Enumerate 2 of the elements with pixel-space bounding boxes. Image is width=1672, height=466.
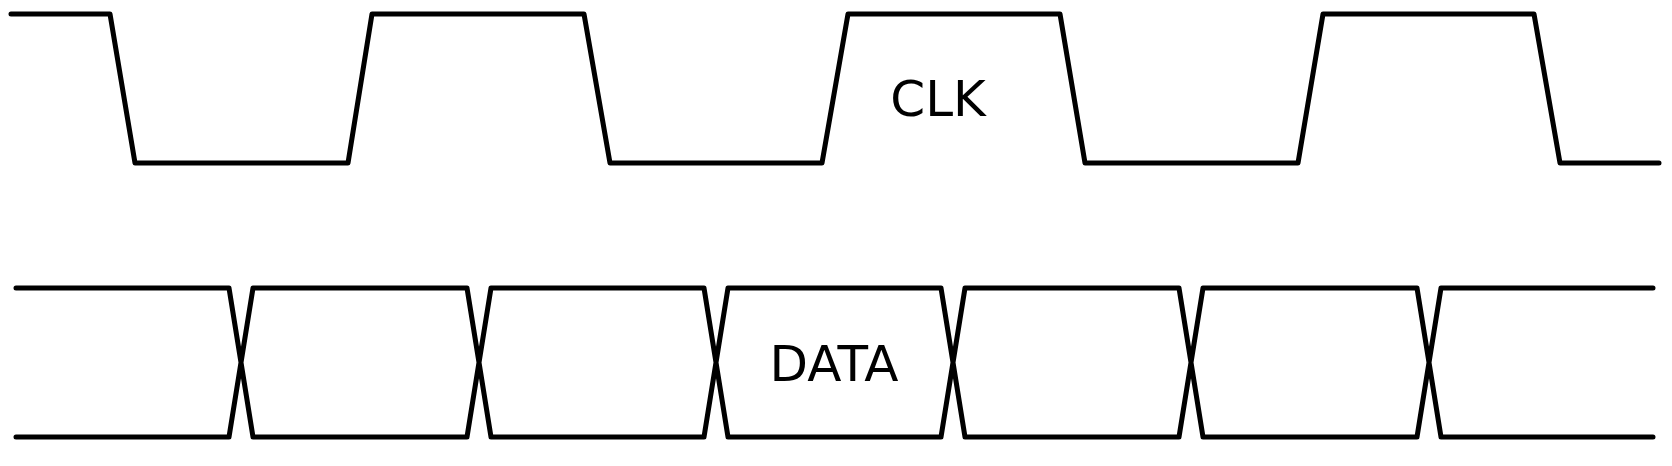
signal-label: DATA [769, 339, 899, 389]
signal-label: CLK [890, 74, 986, 124]
